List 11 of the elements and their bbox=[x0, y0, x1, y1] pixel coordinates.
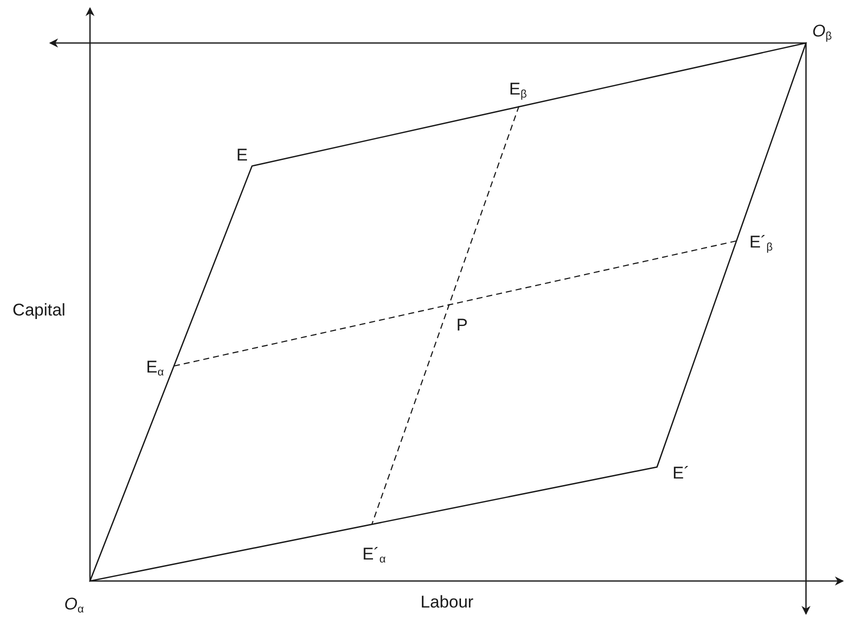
point-label: E´$_{β}$ bbox=[749, 234, 773, 250]
point-label: E$_{α}$ bbox=[146, 358, 164, 376]
axis-label: Labour bbox=[420, 594, 474, 610]
point-label: E$_{β}$ bbox=[509, 80, 527, 98]
origin-label: O$_{β}$ bbox=[812, 22, 832, 40]
point-label: E´ bbox=[672, 464, 690, 482]
origin-label: O$_{α}$ bbox=[64, 596, 84, 612]
axis-label: Capital bbox=[12, 302, 66, 318]
point-label: E´$_{α}$ bbox=[362, 546, 386, 562]
point-label: P bbox=[456, 316, 468, 334]
point-label: E bbox=[236, 146, 248, 164]
